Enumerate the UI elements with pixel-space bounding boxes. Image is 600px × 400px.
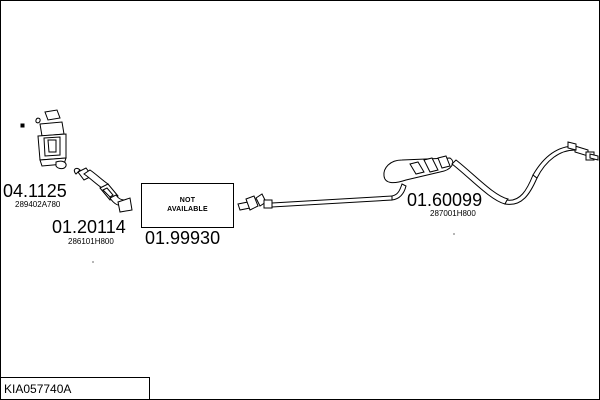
front-pipe-part[interactable]: [73, 167, 133, 213]
not-available-box: NOT AVAILABLE: [141, 183, 234, 228]
reference-box: KIA057740A: [0, 377, 150, 400]
part-number-front-pipe: 01.20114: [52, 217, 126, 237]
reference-code: KIA057740A: [4, 381, 72, 396]
not-available-line1: NOT: [179, 197, 196, 205]
oem-number-catalytic-converter: 289402A780: [15, 200, 61, 209]
connector-pipe-part[interactable]: [237, 193, 273, 211]
catalytic-converter-part[interactable]: [20, 109, 67, 170]
not-available-line2: AVAILABLE: [167, 205, 208, 213]
part-number-catalytic-converter: 04.1125: [3, 181, 67, 201]
oem-number-rear-silencer: 287001H800: [430, 209, 476, 218]
part-number-middle-section: 01.99930: [145, 228, 221, 248]
oem-number-front-pipe: 286101H800: [68, 237, 114, 246]
rear-pipe-part[interactable]: [271, 141, 599, 208]
part-number-rear-silencer: 01.60099: [407, 190, 483, 210]
